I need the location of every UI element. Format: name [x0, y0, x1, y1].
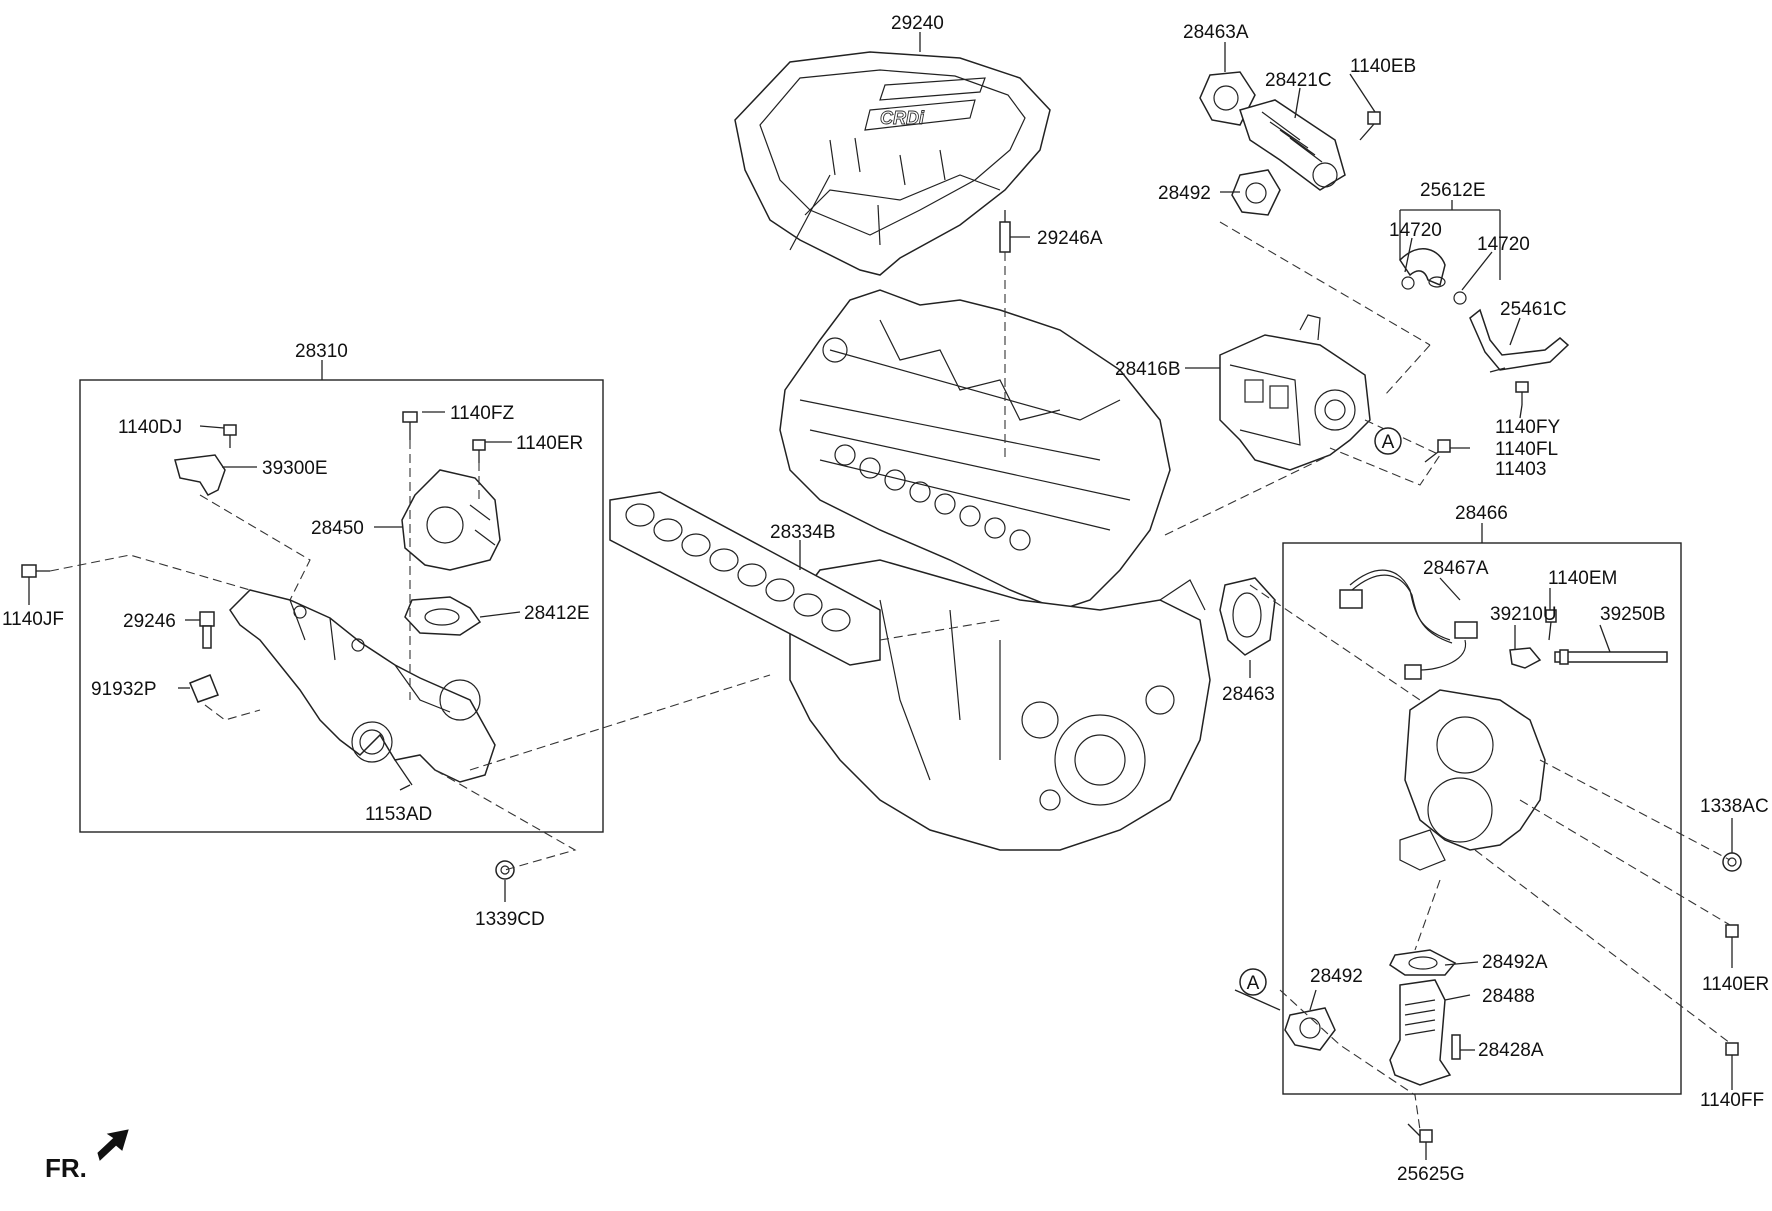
label-28492-bottom: 28492 [1310, 966, 1363, 987]
bolt-1140ER-top [472, 439, 486, 463]
label-25612E: 25612E [1420, 180, 1486, 201]
exhaust-manifold-gasket [609, 491, 881, 666]
svg-text:CRDi: CRDi [880, 108, 925, 128]
label-29246A: 29246A [1037, 228, 1103, 249]
engine-cover: CRDi [734, 51, 1051, 276]
label-1339CD: 1339CD [475, 909, 545, 930]
label-28463A: 28463A [1183, 22, 1249, 43]
bolt-1140FL [1424, 439, 1451, 463]
label-1140ER-top: 1140ER [516, 433, 583, 454]
label-28428A: 28428A [1478, 1040, 1544, 1061]
label-39250B: 39250B [1600, 604, 1666, 625]
egr-pipe-28421C [1239, 99, 1346, 191]
label-28416B: 28416B [1115, 359, 1181, 380]
label-1140FY: 1140FY [1495, 417, 1560, 438]
throttle-body-28450 [401, 469, 501, 571]
stud-1153AD [394, 759, 413, 786]
egr-valve [1399, 689, 1546, 871]
rod-39250B [1554, 649, 1668, 665]
label-14720-left: 14720 [1389, 220, 1442, 241]
label-1140ER-right: 1140ER [1702, 974, 1769, 995]
sensor-39300E [174, 454, 226, 496]
bolt-1140FZ [402, 411, 418, 440]
bolt-28428A [1451, 1034, 1461, 1060]
bolt-1140JF [21, 564, 50, 578]
label-28310: 28310 [295, 341, 348, 362]
bolt-1140ER-right [1725, 924, 1739, 950]
label-1140JF: 1140JF [2, 609, 64, 630]
reference-circle-a-bottom: A [1239, 968, 1267, 996]
label-29246: 29246 [123, 611, 176, 632]
label-39300E: 39300E [262, 458, 328, 479]
bolt-1140DJ [223, 424, 237, 448]
label-1140FZ: 1140FZ [450, 403, 514, 424]
label-28463: 28463 [1222, 684, 1275, 705]
label-28488: 28488 [1482, 986, 1535, 1007]
front-arrow-icon [97, 1129, 129, 1161]
label-1140DJ: 1140DJ [118, 417, 182, 438]
gasket-28463 [1219, 577, 1276, 656]
label-28467A: 28467A [1423, 558, 1489, 579]
reference-a-bottom-label: A [1247, 973, 1260, 994]
gasket-28492A [1389, 949, 1457, 976]
bolt-1140FF [1725, 1042, 1739, 1068]
front-direction-indicator: FR. [45, 1129, 129, 1183]
sensor-29246 [199, 611, 215, 649]
label-28466: 28466 [1455, 503, 1508, 524]
water-hose-14720 [1399, 248, 1467, 305]
label-1140EM: 1140EM [1548, 568, 1617, 589]
front-label: FR. [45, 1153, 87, 1183]
label-25461C: 25461C [1500, 299, 1567, 320]
label-28421C: 28421C [1265, 70, 1332, 91]
bolt-1140FY [1515, 381, 1529, 405]
sensor-29246A [999, 210, 1011, 253]
egr-cooler-28416B [1219, 314, 1371, 471]
label-1140EB: 1140EB [1350, 56, 1416, 77]
label-91932P: 91932P [91, 679, 157, 700]
egr-pipe-28488 [1389, 979, 1452, 1086]
nut-1338AC [1722, 852, 1742, 872]
gasket-28412E [404, 596, 482, 636]
label-1140FF: 1140FF [1700, 1090, 1764, 1111]
engine-block [779, 289, 1211, 851]
bolt-1140EM [1545, 609, 1557, 641]
label-39210U: 39210U [1490, 604, 1557, 625]
crdi-logo: CRDi [864, 77, 986, 131]
gasket-28492-bottom [1284, 1007, 1336, 1051]
clip-91932P [189, 674, 219, 703]
nut-1339CD [495, 860, 515, 880]
label-28334B: 28334B [770, 522, 836, 543]
label-11403: 11403 [1495, 459, 1546, 480]
pipe-25461C [1469, 308, 1570, 373]
label-28450: 28450 [311, 518, 364, 539]
label-28492-top: 28492 [1158, 183, 1211, 204]
sensor-39210U [1509, 647, 1542, 669]
label-25625G: 25625G [1397, 1164, 1465, 1185]
label-1140FL: 1140FL [1495, 439, 1558, 460]
group-frame-28310 [79, 379, 604, 833]
gasket-28492-top [1231, 169, 1281, 216]
label-28492A: 28492A [1482, 952, 1548, 973]
label-28412E: 28412E [524, 603, 590, 624]
bolt-1140EB [1359, 111, 1381, 141]
wire-harness-28467A [1339, 569, 1478, 680]
cylinder-head-ports [834, 444, 1031, 551]
label-29240: 29240 [891, 13, 944, 34]
label-1153AD: 1153AD [365, 804, 432, 825]
reference-a-top-label: A [1382, 432, 1395, 453]
label-1338AC: 1338AC [1700, 796, 1769, 817]
label-14720-right: 14720 [1477, 234, 1530, 255]
reference-circle-a-top: A [1374, 427, 1402, 455]
